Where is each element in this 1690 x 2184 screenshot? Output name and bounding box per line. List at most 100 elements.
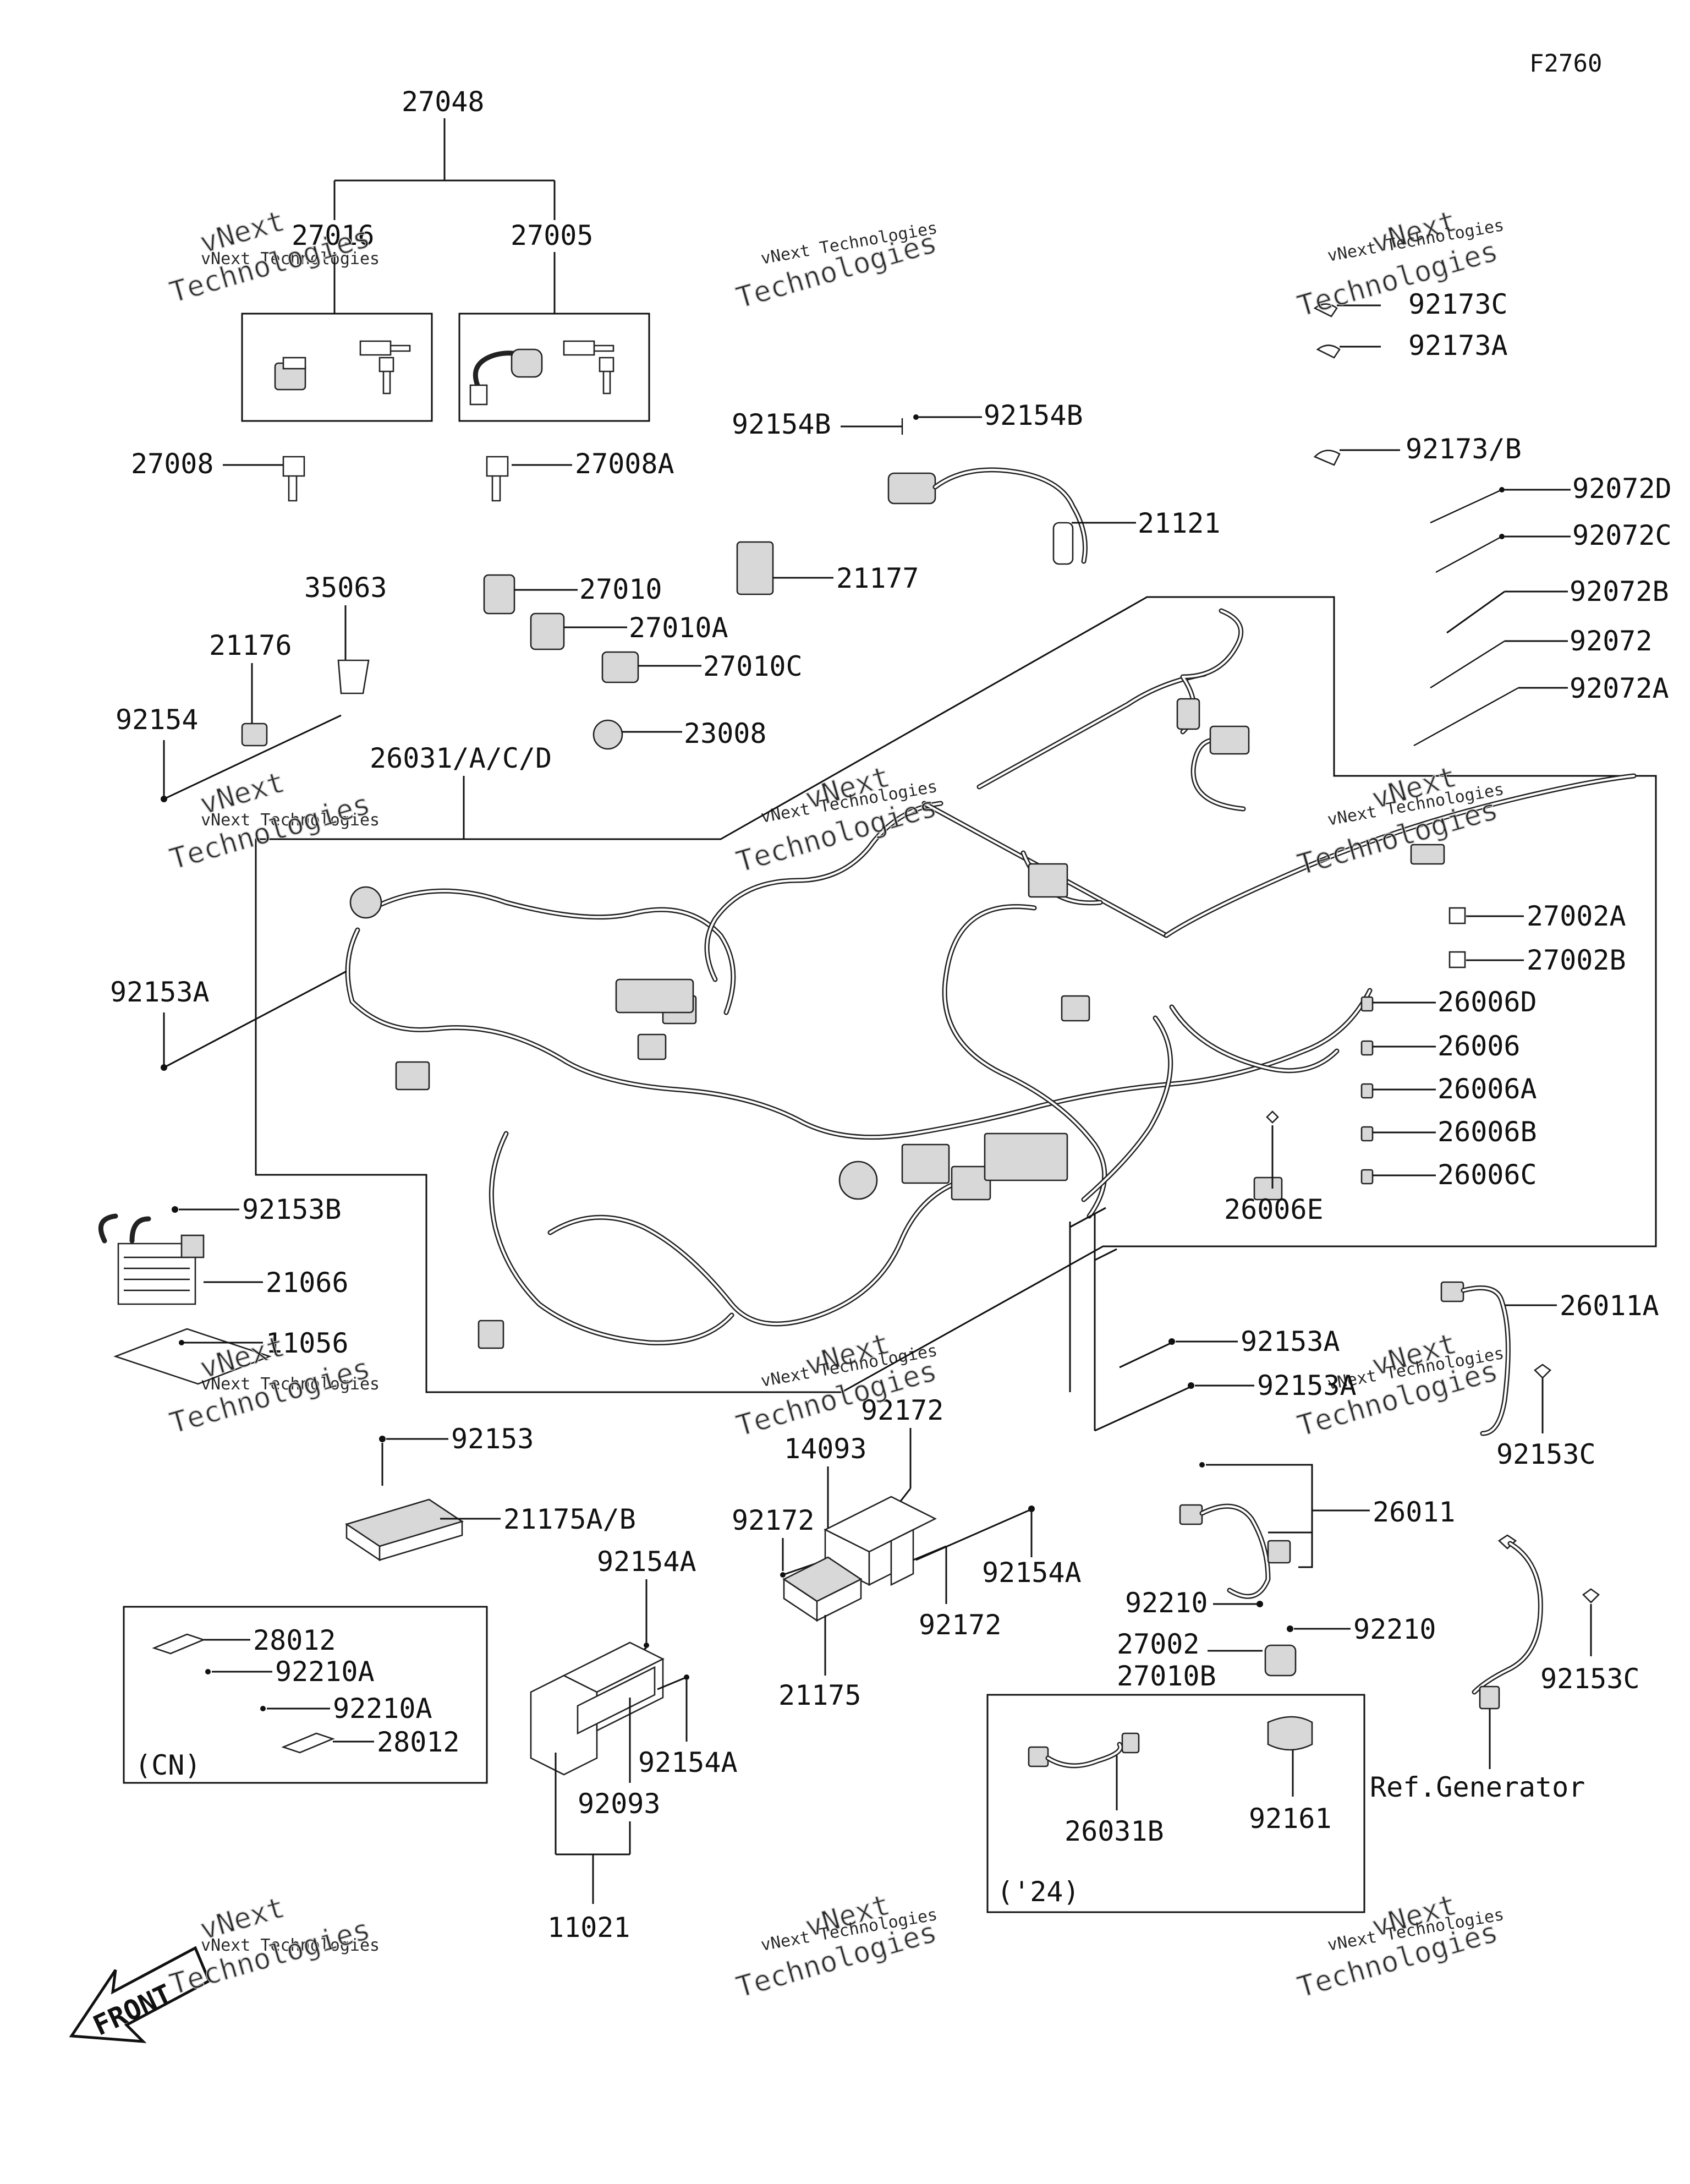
label-92210a-bottom: 92210A xyxy=(333,1693,432,1725)
label-92154: 92154 xyxy=(116,704,199,736)
label-92154a-left: 92154A xyxy=(597,1546,696,1578)
label-26006b: 26006B xyxy=(1437,1116,1537,1148)
label-92154a-right: 92154A xyxy=(982,1557,1082,1589)
label-ref-generator: Ref.Generator xyxy=(1370,1771,1585,1803)
terminal-icon xyxy=(1360,1083,1374,1099)
box-cn xyxy=(123,1606,488,1784)
sensor-icon xyxy=(241,722,268,747)
regulator-rectifier-icon xyxy=(98,1213,205,1305)
harness-outline xyxy=(255,596,1657,1393)
label-27002: 27002 xyxy=(1117,1628,1200,1660)
plate-icon xyxy=(113,1328,272,1385)
switch-icon xyxy=(1267,1716,1313,1751)
switch-27010c: 27010C xyxy=(601,650,803,683)
label-26006d: 26006D xyxy=(1437,986,1537,1018)
label-92173b: 92173/B xyxy=(1406,433,1522,465)
reflector-icon xyxy=(152,1633,206,1655)
label-21175ab: 21175A/B xyxy=(503,1503,636,1535)
key-icon xyxy=(486,456,509,502)
label-27005: 27005 xyxy=(511,220,594,251)
cable-tie-icon xyxy=(1430,640,1505,689)
label-92154b-left: 92154B xyxy=(732,408,831,440)
label-21176: 21176 xyxy=(209,630,292,661)
label-92172-bottom: 92172 xyxy=(919,1609,1002,1641)
label-92210a-top: 92210A xyxy=(275,1656,375,1688)
relay-icon xyxy=(736,541,774,595)
cable-tie-icon xyxy=(1413,687,1519,747)
label-92210-right: 92210 xyxy=(1353,1613,1436,1645)
svg-text:vNext Technologies: vNext Technologies xyxy=(201,1375,380,1394)
label-92173c: 92173C xyxy=(1408,288,1508,320)
label-26006c: 26006C xyxy=(1437,1159,1537,1191)
label-92153b: 92153B xyxy=(242,1194,342,1225)
generator-cable-icon xyxy=(1472,1534,1543,1710)
label-21175: 21175 xyxy=(778,1679,862,1711)
label-92153c-lower: 92153C xyxy=(1540,1663,1640,1695)
label-28012-top: 28012 xyxy=(253,1624,336,1656)
label-27002b: 27002B xyxy=(1527,944,1626,976)
svg-text:vNext Technologies: vNext Technologies xyxy=(201,249,380,269)
main-wiring-harness xyxy=(345,608,1637,1349)
terminal-icon xyxy=(1360,1040,1374,1056)
label-26006e: 26006E xyxy=(1224,1194,1324,1225)
cable-ties-92072: 92072D 92072C 92072B 92072 92072A xyxy=(1413,473,1672,747)
cable-26011a xyxy=(1440,1281,1511,1436)
label-92153: 92153 xyxy=(451,1423,534,1455)
terminal-icon xyxy=(1360,996,1374,1012)
ignition-coil-icon xyxy=(887,467,1088,565)
ignition-switch-icon xyxy=(469,348,543,406)
label-92153a-left: 92153A xyxy=(110,976,210,1008)
diagram-code: F2760 xyxy=(1529,50,1602,78)
terminal-icon xyxy=(1360,1126,1374,1142)
reflector-icon xyxy=(281,1732,335,1754)
label-92173a: 92173A xyxy=(1408,330,1508,362)
label-11056: 11056 xyxy=(266,1327,349,1359)
box-2024: 26031B 92161 ('24) xyxy=(986,1694,1365,1913)
key-icon xyxy=(563,340,614,395)
label-35063: 35063 xyxy=(304,572,387,604)
label-21066: 21066 xyxy=(266,1267,349,1299)
fuse-box-icon xyxy=(782,1556,863,1622)
switch-icon xyxy=(530,612,565,650)
label-27008a: 27008A xyxy=(575,448,674,480)
label-26011: 26011 xyxy=(1373,1496,1456,1528)
terminal-icon xyxy=(1266,1110,1279,1124)
label-27010b: 27010B xyxy=(1117,1660,1216,1692)
sub-harness-icon xyxy=(1028,1732,1140,1769)
socket-icon xyxy=(592,719,623,750)
label-27010c: 27010C xyxy=(703,650,803,682)
key-icon xyxy=(282,456,305,502)
label-92153c-upper: 92153C xyxy=(1496,1438,1596,1470)
label-21177: 21177 xyxy=(836,562,919,594)
nut-icon xyxy=(1533,1364,1552,1379)
label-92153a-center: 92153A xyxy=(1241,1326,1340,1358)
label-26031b: 26031B xyxy=(1065,1815,1164,1847)
label-92072d: 92072D xyxy=(1572,473,1672,505)
label-26006a: 26006A xyxy=(1437,1073,1537,1105)
label-11021: 11021 xyxy=(547,1912,630,1944)
cn-box: 28012 92210A 92210A 28012 (CN) xyxy=(123,1606,488,1784)
key-set-group: 27048 27016 27005 xyxy=(241,86,650,422)
clamps-92173: 92173C 92173A 92173/B xyxy=(1313,288,1522,466)
clamp-icon xyxy=(1313,450,1341,466)
cable-tie-icon xyxy=(1430,489,1502,524)
label-92153a-right: 92153A xyxy=(1257,1370,1357,1402)
key-27008a: 27008A xyxy=(486,448,674,502)
key-icon xyxy=(359,340,411,395)
ignition-lock-icon xyxy=(274,357,306,391)
terminal-icon xyxy=(1448,907,1466,924)
label-27002a: 27002A xyxy=(1527,900,1626,932)
cable-tie-icon xyxy=(1446,590,1505,634)
key-27008: 27008 xyxy=(131,448,305,502)
label-27010a: 27010A xyxy=(629,612,728,644)
label-92172-top: 92172 xyxy=(861,1394,944,1426)
bracket-icon xyxy=(337,659,370,694)
cable-tie-icon xyxy=(1435,535,1502,573)
box-27005 xyxy=(458,313,650,422)
box-27016 xyxy=(241,313,433,422)
label-92154b-right: 92154B xyxy=(984,399,1083,431)
fuse-box-bracket-icon xyxy=(824,1496,937,1586)
switch-27010a: 27010A xyxy=(530,612,728,650)
label-92072c: 92072C xyxy=(1572,519,1672,551)
